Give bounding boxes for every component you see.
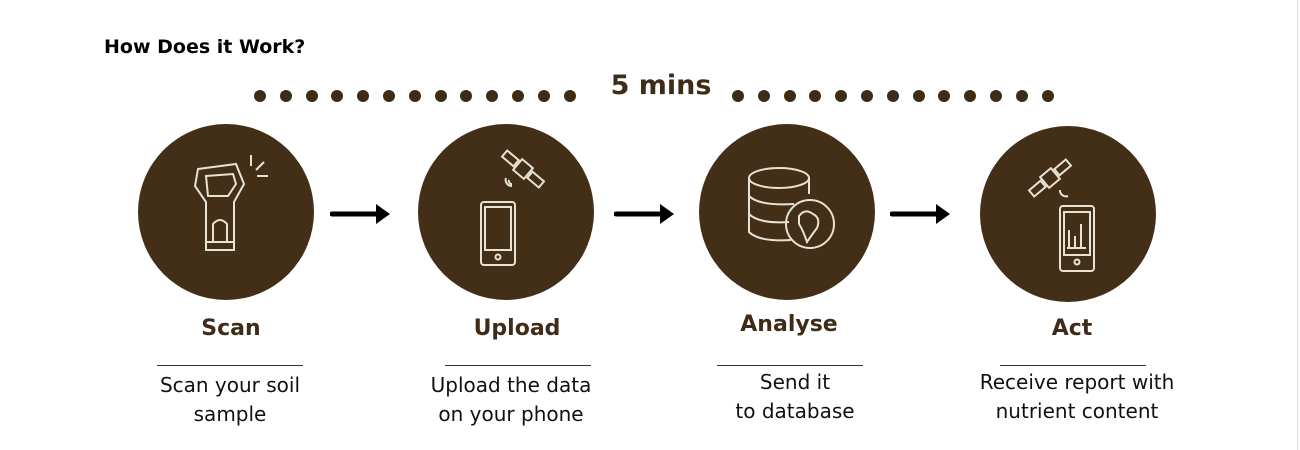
step-analyse-circle [699,124,875,300]
desc-line: Scan your soil [159,373,301,397]
step-desc-upload: Upload the data on your phone [391,371,631,429]
step-title-analyse: Analyse [740,312,838,337]
timeline-dot [861,90,873,102]
timeline-dot [279,90,292,102]
arrow-right-icon [890,204,950,224]
soil-scanner-icon [193,155,268,251]
timeline-dot [331,90,344,102]
section-title: How Does it Work? [104,36,306,58]
database-globe-icon [748,167,835,249]
arrow-right-icon [330,204,390,224]
step-desc-act: Receive report with nutrient content [957,368,1197,426]
timeline-dot [912,90,925,102]
timeline-dot [990,90,1002,102]
step-act-circle [980,126,1156,302]
desc-line: Send it [759,370,831,394]
timeline-dot [1041,90,1054,102]
duration-label: 5 mins [610,70,712,101]
timeline-dot [537,90,550,102]
divider [717,365,863,366]
timeline-dot [305,90,318,102]
desc-line: Receive report with [979,370,1175,394]
timeline-dot [408,90,421,102]
step-scan-circle [138,124,314,300]
timeline-dot [512,90,524,102]
timeline-dot [964,90,977,102]
desc-line: nutrient content [995,399,1159,423]
step-desc-scan: Scan your soil sample [110,371,350,429]
divider [157,365,303,366]
arrow-right-icon [614,204,674,224]
timeline-dot [783,90,796,102]
divider [1000,365,1146,366]
desc-line: Upload the data [430,373,592,397]
desc-line: to database [735,399,855,423]
timeline-dot [563,90,576,102]
phone-satellite-icon [480,149,546,266]
timeline-dot [434,90,447,102]
desc-line: sample [193,402,267,426]
divider [445,365,591,366]
page-edge [1297,0,1298,450]
timeline-dot [757,90,770,102]
phone-report-icon [1027,158,1095,272]
step-title-scan: Scan [201,316,261,341]
timeline-dot [383,90,395,102]
timeline-dot [460,90,473,102]
desc-line: on your phone [438,402,584,426]
timeline-dot [357,90,370,102]
timeline-dot [486,90,499,102]
timeline-dot [809,90,822,102]
timeline-dot [254,90,266,102]
step-title-act: Act [1051,316,1093,341]
timeline-dot [886,90,899,102]
step-desc-analyse: Send it to database [675,368,915,426]
timeline-dot [732,90,744,102]
step-title-upload: Upload [473,316,561,341]
timeline-dot [1015,90,1028,102]
timeline-dot [938,90,951,102]
timeline-dot [835,90,848,102]
step-upload-circle [418,124,594,300]
